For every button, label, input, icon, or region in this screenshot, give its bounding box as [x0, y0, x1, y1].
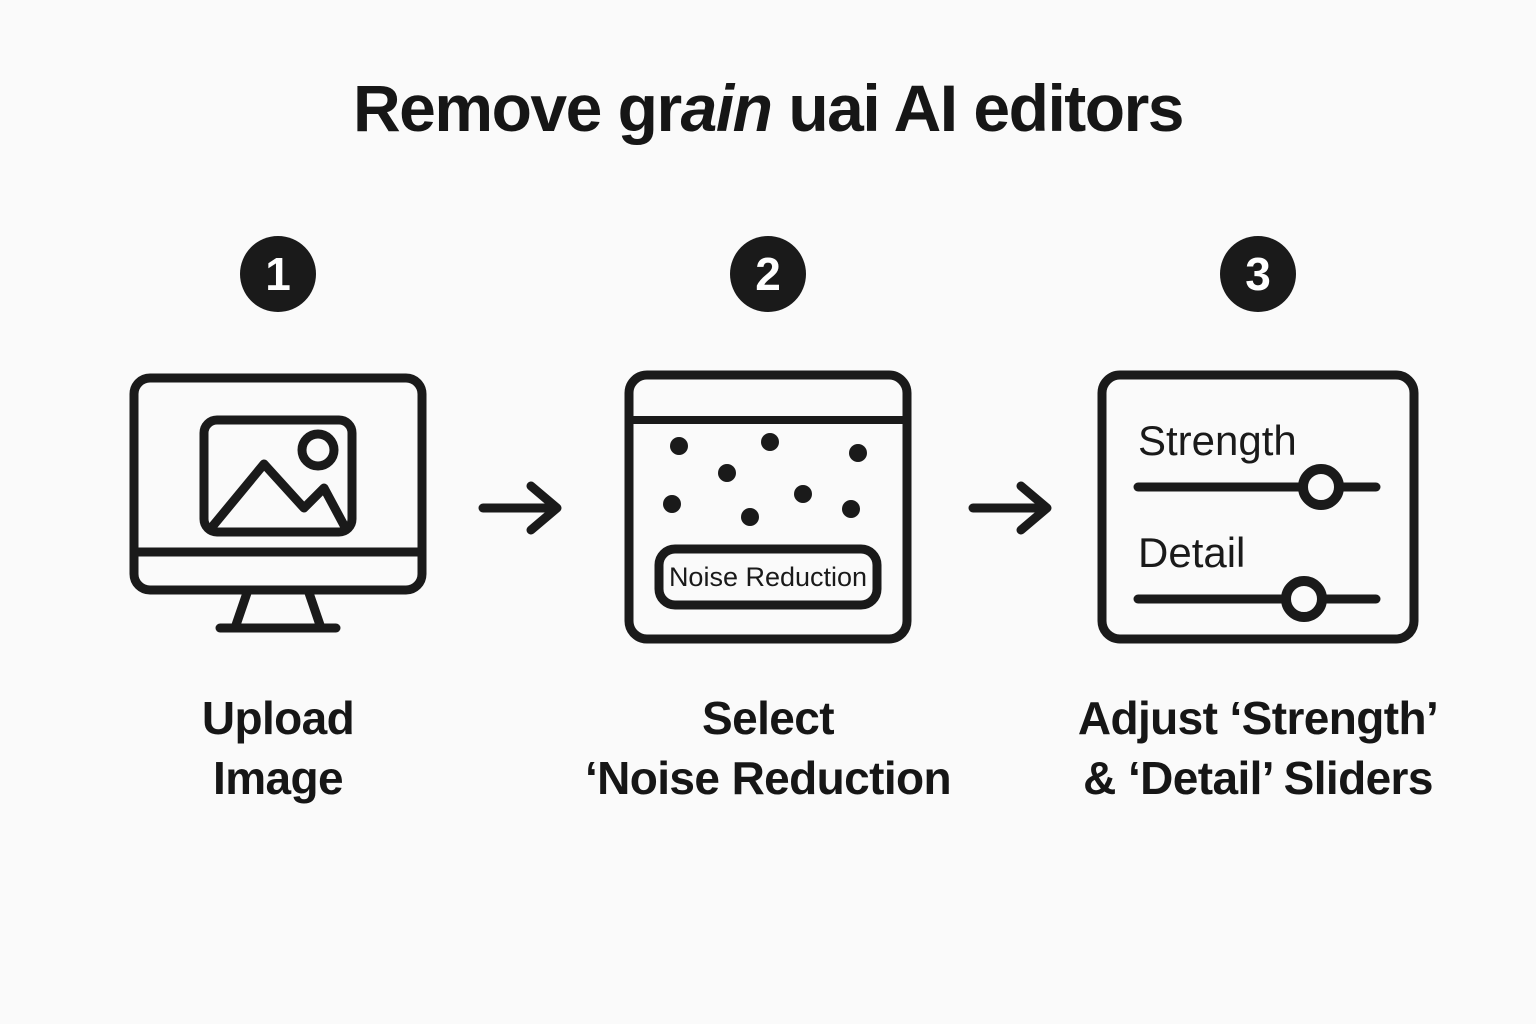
page-title-prefix: Remove gr — [353, 71, 682, 145]
step-1-badge: 1 — [240, 236, 316, 312]
arrow-right-icon — [478, 481, 562, 535]
slider-detail-knob[interactable] — [1281, 576, 1327, 622]
page-title-suffix: uai AI editors — [771, 71, 1184, 145]
step-3-caption-line2: & ‘Detail’ Sliders — [1083, 751, 1433, 804]
step-2-caption-line2: ‘Noise Reduction — [584, 751, 952, 804]
panel-frame — [624, 370, 912, 644]
noise-reduction-button-label: Noise Reduction — [669, 562, 867, 592]
slider-strength-label: Strength — [1138, 417, 1297, 464]
step-1-caption: Upload Image — [201, 689, 355, 809]
step-3-caption-line1: Adjust ‘Strength’ — [1077, 692, 1439, 744]
slider-detail-label: Detail — [1138, 529, 1245, 576]
step-1-caption-line2: Image — [213, 751, 344, 804]
noise-reduction-button[interactable]: Noise Reduction — [654, 544, 882, 610]
page-title-italic: ain — [680, 71, 773, 145]
step-2-caption-line1: Select — [702, 692, 835, 744]
slider-strength[interactable]: Strength — [1133, 417, 1381, 510]
step-1-badge-number: 1 — [265, 248, 291, 300]
step-2: 2 — [573, 236, 963, 809]
panel-frame — [1097, 370, 1419, 644]
step-2-badge: 2 — [730, 236, 806, 312]
step-3-art: Strength Detail — [1096, 367, 1420, 647]
step-2-caption: Select ‘Noise Reduction — [584, 689, 952, 809]
noise-panel-icon: Noise Reduction — [624, 370, 912, 644]
steps-row: 1 — [0, 236, 1536, 856]
monitor-image-icon — [129, 373, 427, 633]
slider-detail[interactable]: Detail — [1133, 529, 1381, 622]
step-1: 1 — [83, 236, 473, 809]
step-3: 3 Strength Detail Ad — [1063, 236, 1453, 809]
step-2-badge-number: 2 — [755, 248, 781, 300]
arrow-step1-to-step2-cell — [473, 236, 573, 538]
step-1-caption-line1: Upload — [201, 692, 355, 744]
noise-dots — [663, 433, 867, 526]
noise-reduction-button-frame[interactable] — [654, 544, 882, 610]
sliders-panel-icon: Strength Detail — [1097, 370, 1419, 644]
step-3-badge-number: 3 — [1245, 248, 1271, 300]
page-title: Remove grain uai AI editors — [0, 71, 1536, 145]
slider-strength-knob[interactable] — [1298, 464, 1344, 510]
step-3-caption: Adjust ‘Strength’ & ‘Detail’ Sliders — [1077, 689, 1439, 809]
step-1-art — [128, 367, 428, 647]
arrow-step2-to-step3-cell — [963, 236, 1063, 538]
step-3-badge: 3 — [1220, 236, 1296, 312]
step-2-art: Noise Reduction — [623, 367, 913, 647]
arrow-right-icon — [968, 481, 1052, 535]
